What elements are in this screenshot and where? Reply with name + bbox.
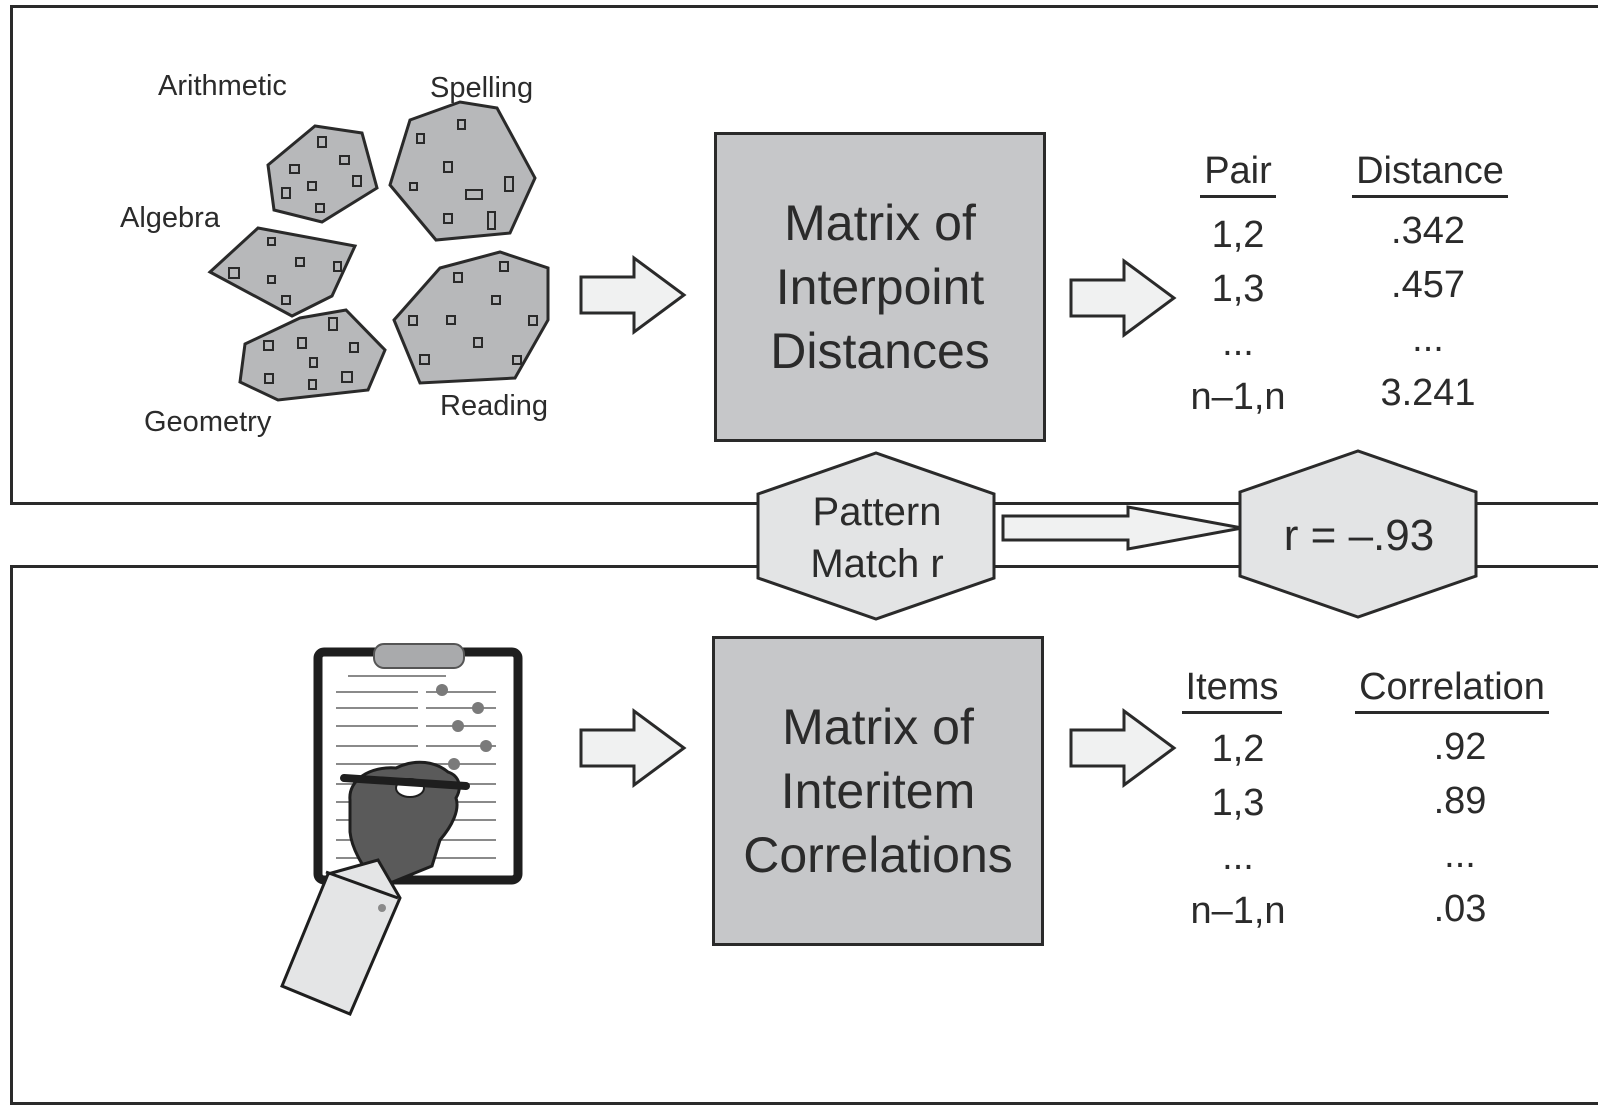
- cluster-reading: [392, 250, 550, 385]
- correlation-value: .92: [1433, 726, 1487, 768]
- clipboard-rating-illustration: [280, 643, 523, 1016]
- pair-column: 1,2 1,3 ... n–1,n: [1170, 208, 1306, 424]
- pattern-match-line: Match r: [810, 542, 944, 586]
- arrow-to-correlation-table: [1069, 708, 1177, 788]
- pattern-match-line: Pattern: [812, 490, 942, 534]
- arrow-to-result: [1001, 505, 1243, 551]
- concept-map-clusters: [207, 100, 550, 402]
- interitem-correlations-matrix: Matrix of Interitem Correlations: [712, 636, 1044, 946]
- distance-value: 3.241: [1380, 372, 1476, 414]
- result-correlation: r = –.93: [1283, 511, 1435, 560]
- correlation-value: .03: [1433, 888, 1487, 930]
- pattern-match-label: Pattern Match r: [756, 486, 998, 590]
- matrix-line: Matrix of: [782, 699, 974, 755]
- matrix-line: Interpoint: [775, 259, 985, 315]
- cluster-arithmetic: [266, 124, 379, 224]
- interpoint-distances-matrix: Matrix of Interpoint Distances: [714, 132, 1046, 442]
- distance-value: .457: [1391, 264, 1465, 306]
- pair-value: 1,3: [1211, 268, 1265, 310]
- arrow-to-distance-matrix: [579, 255, 687, 335]
- matrix-line: Correlations: [743, 827, 1013, 883]
- distance-column: .342 .457 ... 3.241: [1360, 204, 1496, 420]
- pair-header: Pair: [1188, 150, 1288, 198]
- items-value: 1,3: [1211, 782, 1265, 824]
- items-value: 1,2: [1211, 728, 1265, 770]
- label-reading: Reading: [440, 390, 549, 422]
- label-algebra: Algebra: [120, 202, 220, 234]
- arrow-to-correlation-matrix: [579, 708, 687, 788]
- correlation-header: Correlation: [1346, 666, 1558, 714]
- pattern-match-hexagon: [756, 451, 996, 621]
- matrix-line: Distances: [770, 323, 990, 379]
- cluster-geometry: [238, 308, 387, 402]
- matrix-line: Matrix of: [784, 195, 976, 251]
- arrow-to-distance-table: [1069, 258, 1177, 338]
- items-value: n–1,n: [1190, 890, 1286, 932]
- result-hexagon: [1238, 449, 1478, 619]
- items-column: 1,2 1,3 ... n–1,n: [1170, 722, 1306, 938]
- cluster-algebra: [207, 226, 358, 318]
- pair-value: ...: [1222, 322, 1254, 364]
- distance-value: .342: [1391, 210, 1465, 252]
- label-geometry: Geometry: [144, 406, 272, 438]
- pair-value: n–1,n: [1190, 376, 1286, 418]
- cluster-spelling: [388, 100, 537, 242]
- matrix-line: Interitem: [780, 763, 976, 819]
- correlation-value: .89: [1433, 780, 1487, 822]
- distance-header: Distance: [1340, 150, 1520, 198]
- items-value: ...: [1222, 836, 1254, 878]
- pair-value: 1,2: [1211, 214, 1265, 256]
- label-arithmetic: Arithmetic: [158, 70, 287, 102]
- correlation-column: .92 .89 ... .03: [1392, 720, 1528, 936]
- items-header: Items: [1172, 666, 1292, 714]
- label-spelling: Spelling: [430, 72, 534, 104]
- distance-value: ...: [1412, 318, 1444, 360]
- correlation-value: ...: [1444, 834, 1476, 876]
